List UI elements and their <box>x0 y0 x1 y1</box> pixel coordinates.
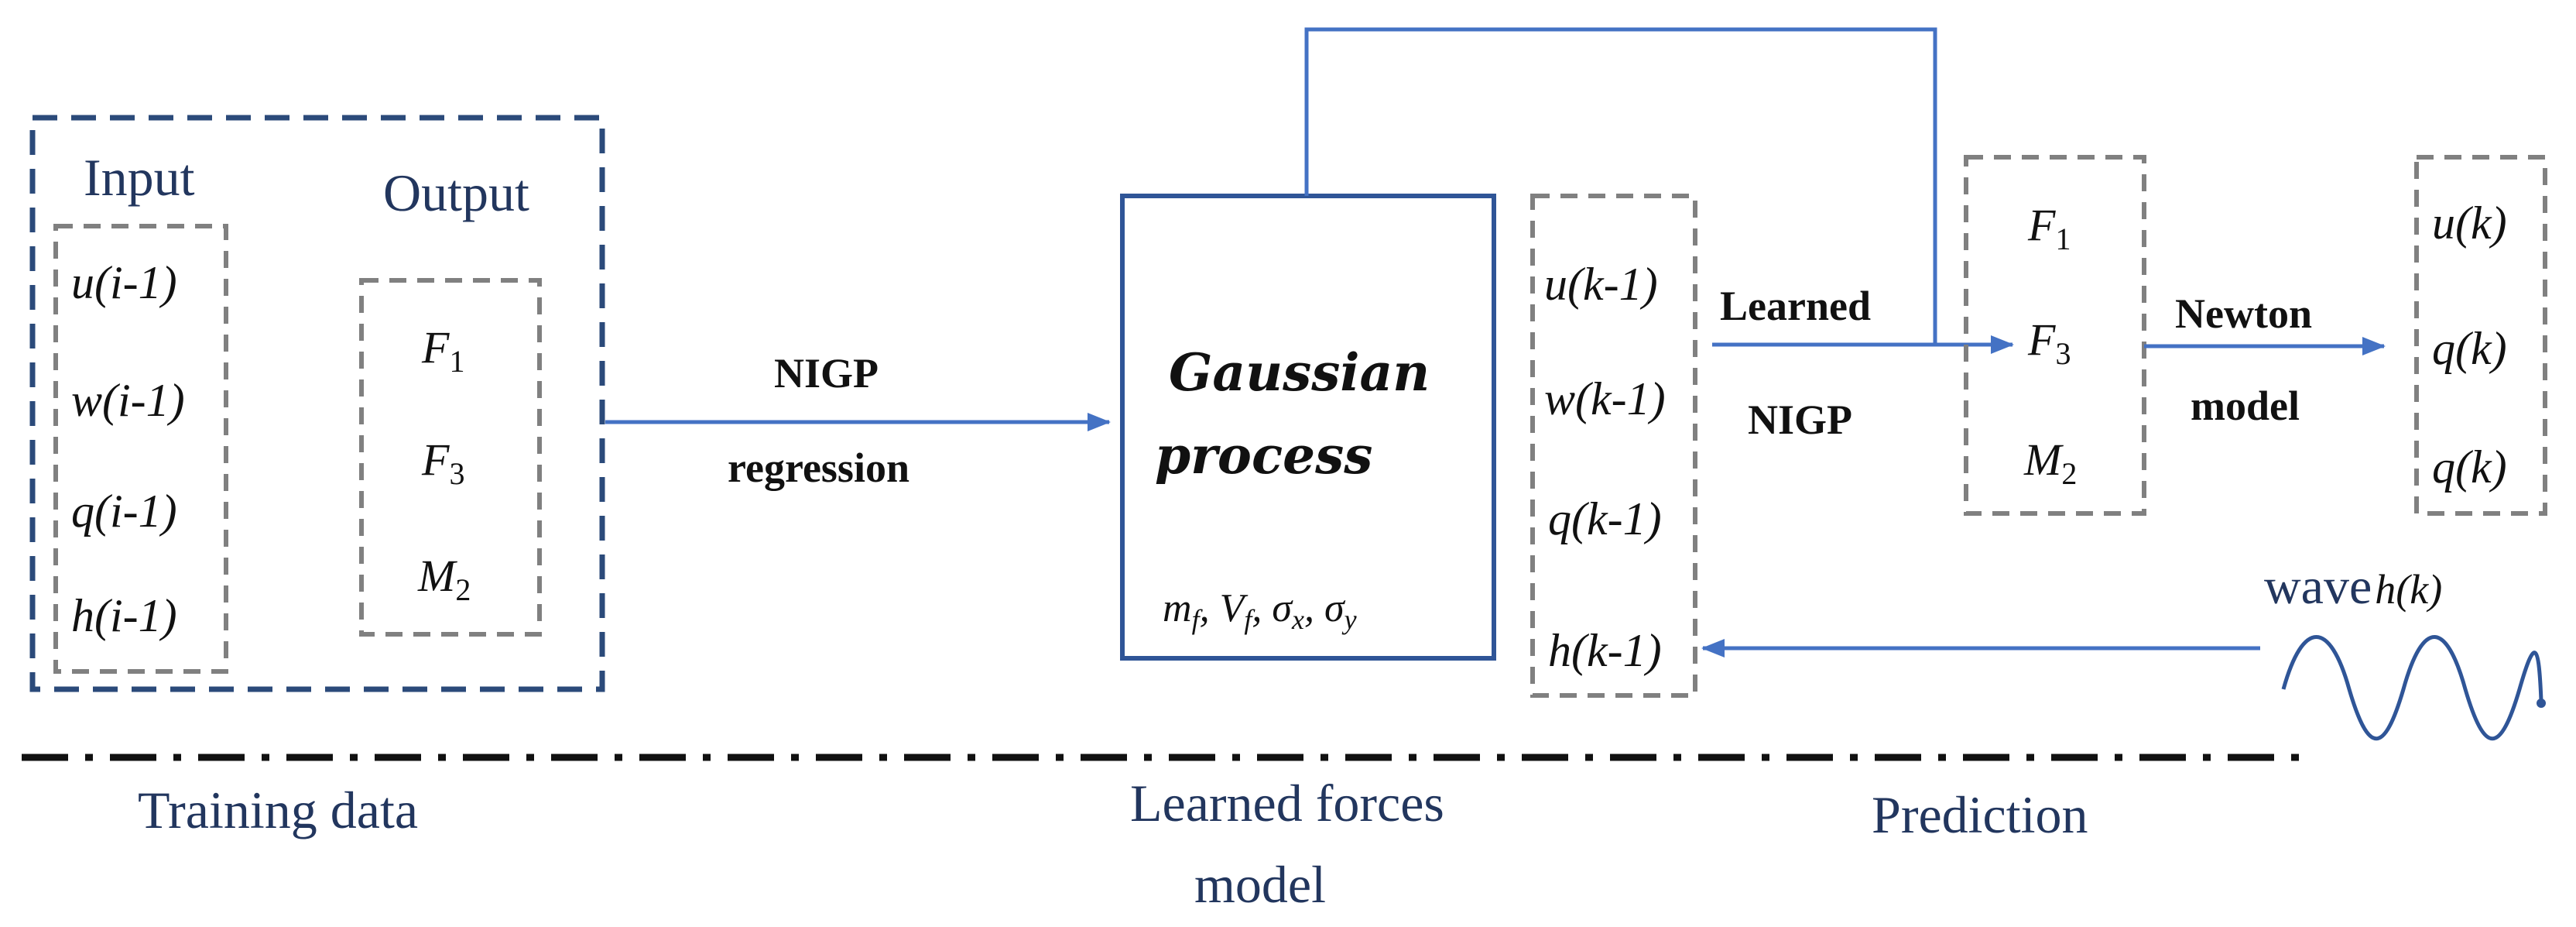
wave-end-dot <box>2537 699 2546 708</box>
section-learned-forces-line2: model <box>1194 855 1326 914</box>
state-var-1: u(k-1) <box>1544 259 1658 310</box>
output-k-2: q(k) <box>2432 323 2507 374</box>
input-title: Input <box>84 148 195 207</box>
force-var-2: F3 <box>2028 314 2071 371</box>
forces-box <box>1964 155 2146 516</box>
output-k-3: q(k) <box>2432 441 2507 493</box>
wave-label: wave h(k) <box>2264 558 2443 615</box>
input-var-1: u(i-1) <box>71 257 177 308</box>
learned-label-line1: Learned <box>1720 283 1871 329</box>
input-variables-box <box>53 224 228 674</box>
newton-label-line2: model <box>2191 383 2300 429</box>
output-var-2: F3 <box>422 434 465 491</box>
newton-label-line1: Newton <box>2175 290 2312 337</box>
output-var-1: F1 <box>422 322 465 379</box>
section-learned-forces-line1: Learned forces <box>1130 774 1444 833</box>
input-var-4: h(i-1) <box>71 590 177 641</box>
section-prediction: Prediction <box>1872 785 2088 844</box>
state-var-2: w(k-1) <box>1544 373 1666 424</box>
input-var-3: q(i-1) <box>71 486 177 537</box>
state-var-3: q(k-1) <box>1548 493 1662 544</box>
outputs-k-box <box>2414 155 2547 516</box>
section-training-data: Training data <box>138 781 419 839</box>
output-variables-box <box>359 278 542 637</box>
regression-label-line2: regression <box>728 445 909 491</box>
state-inputs-box <box>1530 194 1697 698</box>
gp-title-line2: process <box>1155 425 1373 486</box>
training-data-box <box>29 115 605 692</box>
feedback-loop-line <box>1304 27 1937 345</box>
output-k-1: u(k) <box>2432 197 2507 249</box>
force-var-3: M2 <box>2024 434 2078 491</box>
output-title: Output <box>383 163 529 222</box>
gp-parameters: mf, Vf, σx, σy <box>1163 586 1357 635</box>
input-var-2: w(i-1) <box>71 375 185 426</box>
output-var-3: M2 <box>418 551 471 607</box>
gp-title-line1: Gaussian <box>1169 342 1430 403</box>
learned-label-line2: NIGP <box>1748 397 1852 443</box>
regression-label-line1: NIGP <box>774 350 879 397</box>
state-var-4: h(k-1) <box>1548 625 1662 676</box>
force-var-1: F1 <box>2028 200 2071 256</box>
wave-curve <box>2281 635 2543 740</box>
